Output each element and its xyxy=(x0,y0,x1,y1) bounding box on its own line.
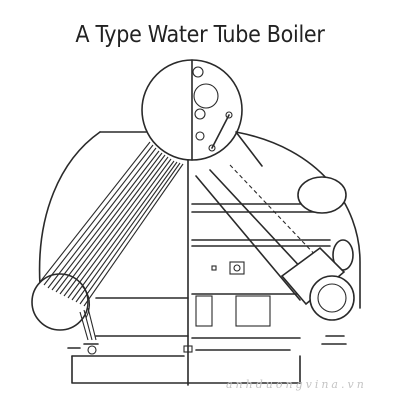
burner-duct xyxy=(280,246,355,345)
water-tube-bank xyxy=(39,141,184,307)
watermark: anhduongvina.vn xyxy=(226,378,367,391)
lower-tubes xyxy=(79,307,99,355)
mud-drum xyxy=(31,273,91,331)
foundation xyxy=(67,345,301,384)
steam-drum xyxy=(141,59,243,161)
internal-platforms xyxy=(95,203,331,339)
access-doors xyxy=(195,261,271,327)
diagram-title: A Type Water Tube Boiler xyxy=(75,22,325,48)
